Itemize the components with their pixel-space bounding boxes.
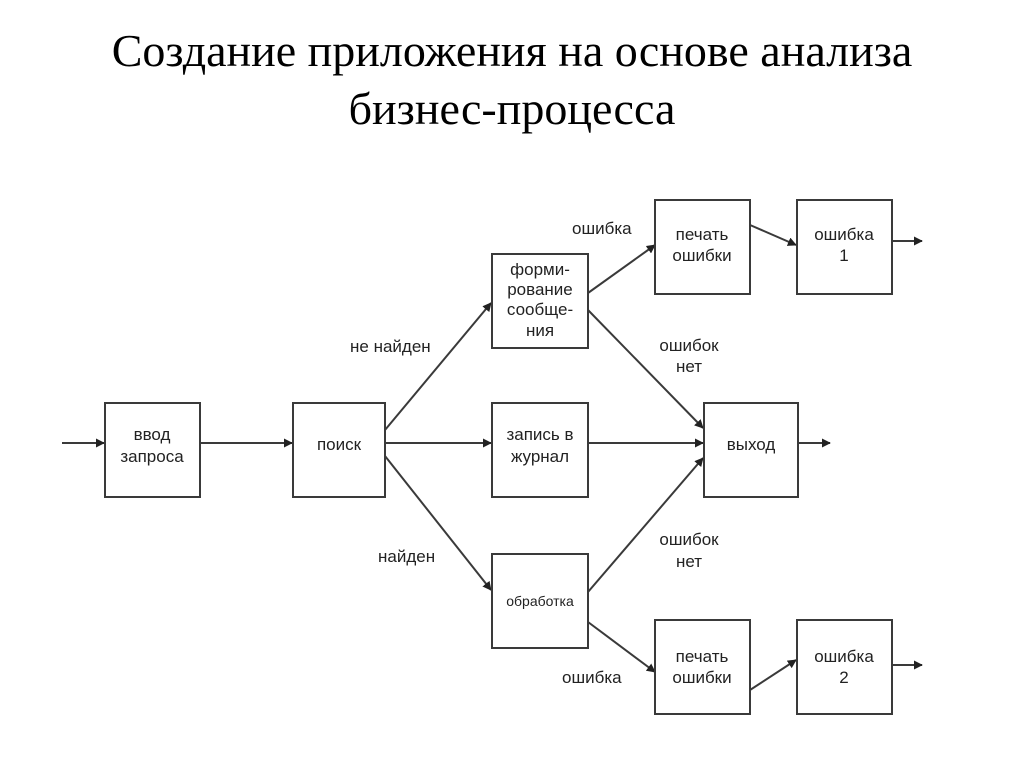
arrow-obrabotka-pechat2: [587, 621, 656, 673]
page-title: Создание приложения на основе анализа би…: [0, 22, 1024, 138]
node-obrabotka-label: обработка: [506, 593, 574, 609]
edge-label-oshibok-net-top-2: нет: [676, 357, 702, 376]
node-pechat1-line2: ошибки: [672, 246, 731, 265]
node-obrabotka: обработка: [491, 553, 589, 649]
node-vvod-line1: ввод: [134, 425, 171, 444]
connectors: [62, 224, 923, 691]
title-line-1: Создание приложения на основе анализа: [111, 25, 913, 76]
node-poisk-label: поиск: [317, 435, 362, 454]
node-oshibka2-line1: ошибка: [814, 647, 874, 666]
node-oshibka2-line2: 2: [839, 668, 848, 687]
node-pechat1: печать ошибки: [654, 199, 751, 295]
arrow-pechat1-oshibka1: [749, 224, 797, 246]
node-zapis-line2: журнал: [511, 447, 569, 466]
edge-label-oshibok-net-bottom-1: ошибок: [659, 530, 719, 549]
node-oshibka1-line1: ошибка: [814, 225, 874, 244]
node-pechat1-line1: печать: [676, 225, 729, 244]
arrow-formirovanie-pechat1: [587, 244, 656, 294]
arrow-formirovanie-vyhod: [587, 309, 704, 429]
node-formirovanie-line2: рование: [507, 280, 573, 299]
node-formirovanie-line4: ния: [526, 321, 554, 340]
node-oshibka1: ошибка 1: [796, 199, 893, 295]
node-pechat2-line1: печать: [676, 647, 729, 666]
edge-label-oshibka-top: ошибка: [572, 219, 632, 238]
arrow-poisk-obrabotka: [384, 455, 492, 591]
node-vvod-line2: запроса: [120, 447, 184, 466]
arrow-obrabotka-vyhod: [587, 457, 704, 593]
node-vvod: ввод запроса: [104, 402, 201, 498]
edge-label-oshibok-net-top-1: ошибок: [659, 336, 719, 355]
node-pechat2-line2: ошибки: [672, 668, 731, 687]
node-formirovanie: форми- рование сообще- ния: [491, 253, 589, 349]
edge-label-ne-naiden: не найден: [350, 337, 431, 356]
edge-label-oshibka-bottom: ошибка: [562, 668, 622, 687]
edge-labels: не найден найден ошибка ошибка ошибок не…: [350, 219, 719, 687]
edge-label-oshibok-net-bottom-2: нет: [676, 552, 702, 571]
node-vyhod-label: выход: [727, 435, 776, 454]
node-formirovanie-line3: сообще-: [507, 300, 573, 319]
node-pechat2: печать ошибки: [654, 619, 751, 715]
node-oshibka1-line2: 1: [839, 246, 848, 265]
node-poisk: поиск: [292, 402, 386, 498]
node-zapis-line1: запись в: [506, 425, 573, 444]
arrow-pechat2-oshibka2: [749, 659, 797, 691]
title-line-2: бизнес-процесса: [348, 83, 676, 134]
edge-label-naiden: найден: [378, 547, 435, 566]
node-formirovanie-line1: форми-: [510, 260, 570, 279]
node-vyhod: выход: [703, 402, 799, 498]
node-oshibka2: ошибка 2: [796, 619, 893, 715]
arrow-poisk-formirovanie: [384, 302, 492, 431]
node-zapis: запись в журнал: [491, 402, 589, 498]
